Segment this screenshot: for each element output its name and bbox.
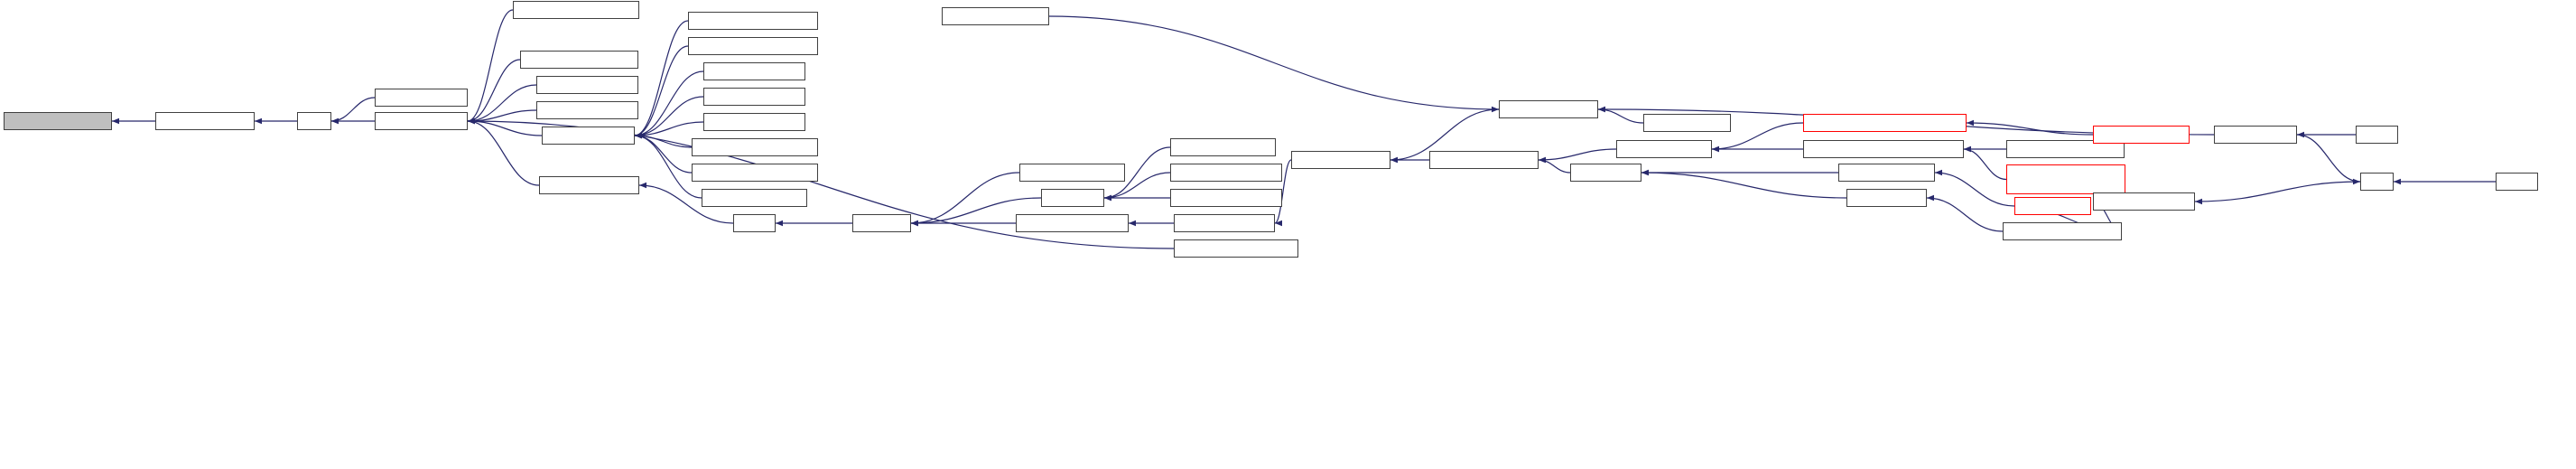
edge-command_throw-to-do_skill xyxy=(910,172,1020,227)
graph-node-main[interactable] xyxy=(2356,126,2398,144)
graph-node-command-fire[interactable] xyxy=(536,76,638,94)
graph-node-process-events[interactable] xyxy=(1499,100,1598,118)
edge-init_type_arrow-to-common_projectile_move_on xyxy=(1966,119,2094,136)
graph-node-monster-use-skill[interactable] xyxy=(1016,214,1129,232)
graph-node-command-disarm[interactable] xyxy=(1170,189,1282,207)
edge-command_stay-to-fire xyxy=(330,97,376,125)
edge-hit_with_arrow-to-attack_ob_simple xyxy=(1538,148,1617,164)
edge-command_northeast-to-move_internal xyxy=(634,132,693,148)
edge-command_southeast-to-move_internal xyxy=(634,20,689,139)
graph-node-pray[interactable] xyxy=(733,214,776,232)
graph-node-move-golem[interactable] xyxy=(1846,189,1927,207)
edge-cfapi_object_move-to-move_player xyxy=(467,59,521,125)
graph-node-handle-newcs-player[interactable] xyxy=(513,1,639,19)
graph-node-server-main[interactable] xyxy=(2214,126,2297,144)
graph-node-command-southwest[interactable] xyxy=(688,37,818,55)
graph-node-player-fire-bow[interactable] xyxy=(155,112,255,130)
graph-node-use-skill[interactable] xyxy=(1041,189,1104,207)
graph-node-process-players1[interactable] xyxy=(942,7,1049,25)
graph-node-init[interactable] xyxy=(2360,173,2394,191)
edge-command_north-to-move_internal xyxy=(634,121,704,139)
graph-node-command-run[interactable] xyxy=(536,101,638,119)
graph-node-hit-with-arrow[interactable] xyxy=(1616,140,1712,158)
graph-node-do-skill[interactable] xyxy=(852,214,911,232)
edge-process_players1-to-process_events xyxy=(1048,15,1500,113)
graph-node-START-TEST[interactable] xyxy=(1643,114,1731,132)
graph-node-move-monster[interactable] xyxy=(1174,214,1275,232)
graph-node-init-type-arrow[interactable] xyxy=(2093,126,2190,144)
edge-move_internal-to-move_player xyxy=(467,117,543,136)
edge-move_golem-to-attack_ob xyxy=(1641,169,1847,199)
edge-init-to-init_ob_methods xyxy=(2194,181,2361,205)
graph-node-similar-direction[interactable] xyxy=(4,112,112,130)
graph-node-init-ob-methods[interactable] xyxy=(2093,192,2195,211)
edge-server_main-to-init xyxy=(2296,134,2361,185)
graph-node-command-uskill[interactable] xyxy=(1170,138,1276,156)
graph-node-move-player[interactable] xyxy=(375,112,468,130)
edge-command_northwest-to-move_internal xyxy=(634,132,693,174)
graph-node-command-stay[interactable] xyxy=(375,89,468,107)
graph-node-common-projectile-move-on[interactable] xyxy=(1803,114,1967,132)
graph-node-cfapi-object-move[interactable] xyxy=(520,51,638,69)
graph-node-process-object[interactable] xyxy=(1291,151,1390,169)
graph-node-attack-ob[interactable] xyxy=(1570,164,1641,182)
edge-pray_at_altar-to-move_player xyxy=(467,117,540,186)
graph-node-command-northeast[interactable] xyxy=(692,138,818,156)
graph-node-command-throw[interactable] xyxy=(1019,164,1125,182)
edge-command_west-to-move_internal xyxy=(634,70,704,139)
graph-node-command-northwest[interactable] xyxy=(692,164,818,182)
graph-node-do-skill-attack[interactable] xyxy=(1838,164,1935,182)
graph-node-command-search[interactable] xyxy=(1170,164,1282,182)
graph-node-command-west[interactable] xyxy=(703,62,805,80)
graph-node-thrown-object-type-process[interactable] xyxy=(2006,164,2125,194)
graph-node-command-south[interactable] xyxy=(702,189,807,207)
graph-node-common-process-projectile[interactable] xyxy=(1803,140,1964,158)
edge-command_southwest-to-move_internal xyxy=(634,45,689,139)
graph-node-move-internal[interactable] xyxy=(542,127,635,145)
edge-command_run-to-move_player xyxy=(467,109,537,125)
edge-command_fire-to-move_player xyxy=(467,84,537,125)
edge-handle_newcs_player-to-move_player xyxy=(467,9,514,125)
graph-node-legacy-ob-process[interactable] xyxy=(2003,222,2122,240)
graph-node-fire[interactable] xyxy=(297,112,331,130)
graph-node-move-player-mover[interactable] xyxy=(1174,239,1298,258)
graph-node-skill-attack[interactable] xyxy=(2014,197,2091,215)
edge-START_TEST-to-process_events xyxy=(1597,106,1644,124)
edge-skill_attack-to-do_skill_attack xyxy=(1934,169,2015,207)
edge-legacy_ob_process-to-move_golem xyxy=(1926,194,2004,232)
graph-node-pray-at-altar[interactable] xyxy=(539,176,639,194)
edge-command_east-to-move_internal xyxy=(634,96,704,139)
edge-thrown_object_type_process-to-common_process_projectile xyxy=(1963,145,2007,181)
graph-node-attack-ob-simple[interactable] xyxy=(1429,151,1539,169)
graph-node-main2[interactable] xyxy=(2496,173,2538,191)
graph-node-command-southeast[interactable] xyxy=(688,12,818,30)
graph-node-command-east[interactable] xyxy=(703,88,805,106)
graph-node-command-north[interactable] xyxy=(703,113,805,131)
edge-attack_ob-to-attack_ob_simple xyxy=(1538,156,1571,174)
